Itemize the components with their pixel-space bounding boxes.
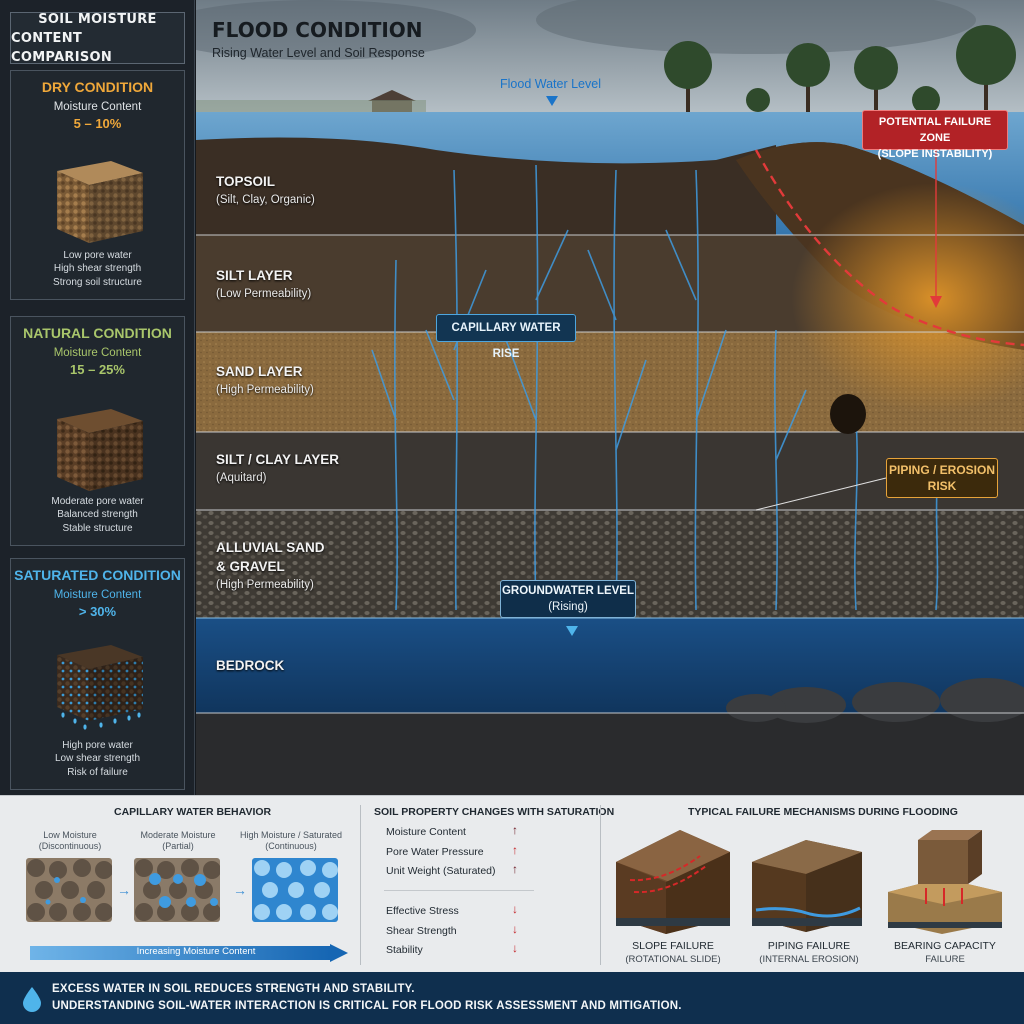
arrow-up-icon: ↑ [512, 843, 518, 857]
moisture-label: Moisture Content [53, 589, 142, 601]
property-decrease-row: Stability [386, 944, 423, 956]
groundwater-arrow-icon [566, 626, 578, 636]
arrow-up-icon: ↑ [512, 823, 518, 837]
condition-heading: SATURATED CONDITION [14, 567, 181, 583]
low-moisture-pores-icon [26, 858, 112, 922]
flood-level-arrow-icon [546, 96, 558, 106]
failure-zone-callout: POTENTIAL FAILURE ZONE (SLOPE INSTABILIT… [862, 110, 1008, 160]
property-decrease-row: Shear Strength [386, 925, 457, 937]
condition-note: Balanced strength [57, 509, 138, 520]
condition-note: Stable structure [62, 522, 133, 534]
arrow-down-icon: ↓ [512, 922, 518, 936]
arrow-up-icon: ↑ [512, 862, 518, 876]
main-subtitle: Rising Water Level and Soil Response [212, 46, 425, 60]
capillary-stage-moderate: Moderate Moisture (Partial) [140, 830, 216, 851]
stage-arrow-icon: → [233, 882, 247, 898]
bearing-capacity-failure-icon [888, 830, 1002, 934]
condition-note: High shear strength [53, 263, 142, 274]
flood-water-level-label: Flood Water Level [500, 77, 601, 91]
saturated-condition-card: SATURATED CONDITION Moisture Content > 3… [10, 558, 185, 790]
sidebar-title: SOIL MOISTURE CONTENT COMPARISON [10, 12, 185, 65]
natural-soil-cube-icon [57, 409, 143, 491]
property-increase-row: Pore Water Pressure [386, 846, 484, 858]
dry-soil-cube-icon [57, 161, 143, 243]
piping-risk-callout: PIPING / EROSION RISK [886, 458, 998, 498]
condition-note: Moderate pore water [51, 495, 144, 507]
condition-note: Risk of failure [67, 766, 128, 778]
moisture-range: 5 – 10% [73, 116, 122, 131]
failure-section-title: TYPICAL FAILURE MECHANISMS DURING FLOODI… [688, 806, 958, 818]
arrow-down-icon: ↓ [512, 902, 518, 916]
property-divider [384, 890, 534, 891]
groundwater-level-callout: GROUNDWATER LEVEL (Rising) [500, 580, 636, 618]
dry-condition-card: DRY CONDITION Moisture Content 5 – 10% L… [10, 70, 185, 300]
natural-condition-card: NATURAL CONDITION Moisture Content 15 – … [10, 316, 185, 546]
condition-note: Low shear strength [54, 753, 141, 764]
moisture-range: 15 – 25% [70, 362, 125, 377]
slope-failure-label: SLOPE FAILURE (ROTATIONAL SLIDE) [625, 940, 721, 965]
condition-note: Low pore water [63, 249, 132, 261]
arrow-down-icon: ↓ [512, 941, 518, 955]
layer-label-topsoil: TOPSOIL (Silt, Clay, Organic) [216, 174, 315, 206]
condition-heading: DRY CONDITION [41, 79, 154, 95]
moisture-gradient-arrow [30, 944, 348, 962]
moisture-label: Moisture Content [53, 347, 142, 359]
moderate-moisture-pores-icon [134, 858, 220, 922]
condition-note: Strong soil structure [53, 276, 142, 288]
stage-arrow-icon: → [117, 882, 131, 898]
moisture-comparison-sidebar: SOIL MOISTURE CONTENT COMPARISON DRY CON… [0, 0, 195, 795]
property-increase-row: Moisture Content [386, 826, 466, 838]
footer-line-2: UNDERSTANDING SOIL-WATER INTERACTION IS … [52, 1000, 682, 1012]
slope-failure-icon [616, 830, 730, 934]
water-drop-icon [23, 987, 41, 1012]
condition-note: High pore water [62, 739, 133, 751]
layer-label-silt-clay: SILT / CLAY LAYER (Aquitard) [216, 452, 340, 484]
saturated-pores-icon [252, 858, 338, 922]
capillary-rise-callout: CAPILLARY WATER RISE [436, 314, 576, 360]
piping-failure-label: PIPING FAILURE (INTERNAL EROSION) [759, 940, 859, 965]
piping-failure-icon [752, 840, 862, 932]
footer-line-1: EXCESS WATER IN SOIL REDUCES STRENGTH AN… [52, 983, 415, 995]
layer-label-silt: SILT LAYER (Low Permeability) [216, 268, 312, 300]
layer-label-bedrock: BEDROCK [216, 658, 285, 673]
moisture-bar-label: Increasing Moisture Content [136, 946, 256, 957]
moisture-range: > 30% [78, 604, 117, 619]
layer-label-sand: SAND LAYER (High Permeability) [216, 364, 314, 396]
capillary-stage-high: High Moisture / Saturated (Continuous) [239, 830, 343, 851]
property-increase-row: Unit Weight (Saturated) [386, 865, 496, 877]
layer-label-alluvial: ALLUVIAL SAND & GRAVEL (High Permeabilit… [216, 540, 325, 591]
footer-banner: EXCESS WATER IN SOIL REDUCES STRENGTH AN… [0, 972, 1024, 1024]
capillary-section-title: CAPILLARY WATER BEHAVIOR [114, 806, 272, 818]
capillary-stage-low: Low Moisture (Discontinuous) [38, 830, 102, 851]
property-decrease-row: Effective Stress [386, 905, 459, 917]
flood-cross-section: FLOOD CONDITION Rising Water Level and S… [196, 0, 1024, 795]
condition-heading: NATURAL CONDITION [23, 325, 172, 341]
moisture-label: Moisture Content [53, 101, 142, 113]
saturated-soil-cube-icon [57, 645, 143, 730]
section-divider [600, 805, 601, 965]
section-divider [360, 805, 361, 965]
property-section-title: SOIL PROPERTY CHANGES WITH SATURATION [374, 806, 615, 818]
main-title: FLOOD CONDITION [212, 18, 423, 42]
bearing-capacity-failure-label: BEARING CAPACITY FAILURE [894, 940, 996, 965]
